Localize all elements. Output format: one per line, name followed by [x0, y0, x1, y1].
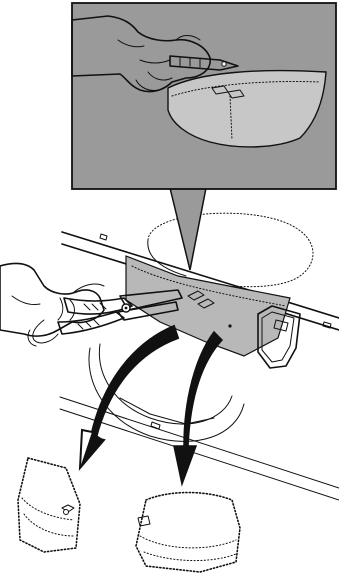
mounting-rail: [59, 231, 339, 501]
hanger-bracket: [257, 305, 301, 369]
removed-cover-right: [135, 491, 241, 573]
removed-cover-left: [17, 457, 81, 553]
removal-arrow-left: [78, 324, 180, 471]
hand-holding-cutter: [71, 15, 239, 93]
detail-callout: [71, 2, 337, 271]
removal-arrow-right: [173, 330, 224, 487]
callout-cover-flap: [167, 69, 327, 148]
snips-icon: [57, 289, 183, 335]
hand-holding-snips: [0, 262, 105, 347]
